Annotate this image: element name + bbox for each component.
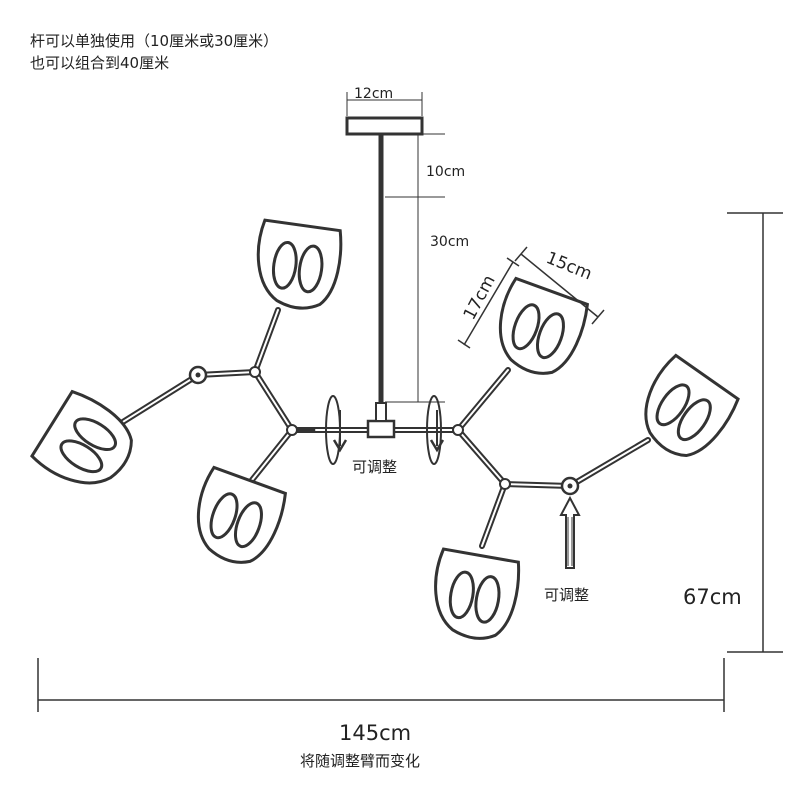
rod-connector [375, 402, 387, 422]
left-hub-node [286, 424, 298, 436]
ceiling-canopy [345, 116, 424, 136]
shade-height-label: 17cm [460, 272, 500, 323]
rotation-indicator-right [426, 395, 445, 465]
width-note: 将随调整臂而变化 [300, 752, 420, 770]
adjust-arrow [559, 495, 581, 569]
shade-upper-right [483, 276, 593, 385]
right-branch-node [499, 478, 511, 490]
rod-dimension-lines [385, 133, 445, 403]
shade-far-right [624, 352, 743, 471]
rod-long-label: 30cm [430, 234, 469, 250]
center-hub [366, 419, 396, 439]
canopy-width-dimension [346, 92, 423, 116]
left-branch-node [249, 366, 261, 378]
note-line-2: 也可以组合到40厘米 [30, 54, 170, 72]
joint-adjustable-label: 可调整 [544, 586, 589, 604]
shade-dimension-lines [457, 246, 605, 349]
rod-short-label: 10cm [426, 164, 465, 180]
shade-lower-left [181, 465, 291, 574]
note-line-1: 杆可以单独使用（10厘米或30厘米） [30, 32, 279, 50]
arm-inner-lines [117, 309, 649, 547]
total-width-label: 145cm [339, 721, 411, 745]
width-dimension [37, 658, 725, 712]
shade-lower-right [425, 547, 524, 646]
total-height-label: 67cm [683, 585, 742, 609]
right-hub-node [452, 424, 464, 436]
shade-far-left [29, 386, 146, 504]
height-dimension [727, 212, 783, 653]
canopy-width-label: 12cm [354, 86, 393, 102]
shade-upper-left [249, 218, 346, 315]
rotate-adjustable-label: 可调整 [352, 458, 397, 476]
rotation-indicator-left [325, 395, 348, 465]
